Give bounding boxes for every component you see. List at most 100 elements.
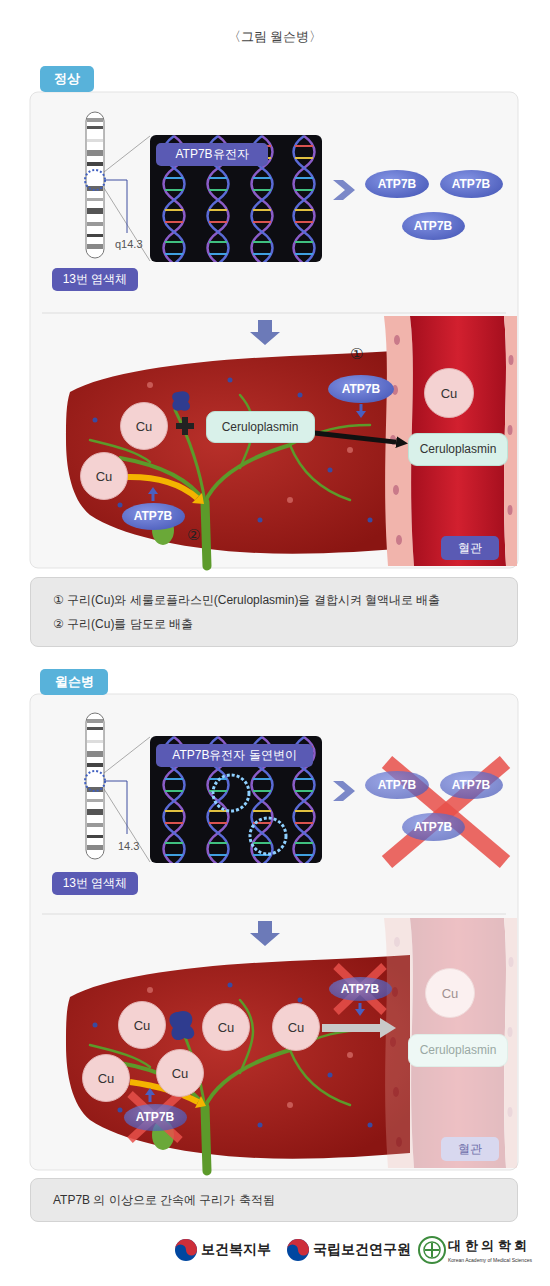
- logo-emblem: [175, 1239, 197, 1261]
- small-arrow: [149, 1094, 152, 1102]
- gene-art: [85, 713, 355, 946]
- arrow-head: [380, 1018, 396, 1038]
- bile-branch: [290, 445, 350, 500]
- wall-cell: [396, 535, 402, 545]
- divider-line: [42, 914, 506, 915]
- node-text: Cu: [136, 419, 153, 434]
- label-box: 13번 염색체: [52, 268, 138, 291]
- node-text: 윌슨병: [55, 673, 94, 691]
- wall-cell: [508, 505, 513, 515]
- node-text: 혈관: [458, 540, 482, 557]
- small-arrow: [360, 404, 363, 412]
- leader-line: [105, 180, 127, 233]
- node-text: Cu: [441, 386, 458, 401]
- chromosome-band: [87, 126, 103, 129]
- logo-emblem: [287, 1239, 309, 1256]
- locus-label: q14.3: [115, 238, 143, 250]
- note-box: ATP7B 의 이상으로 간속에 구리가 축적됨: [30, 1178, 518, 1222]
- protein-oval: ATP7B: [122, 503, 185, 530]
- bile-main-duct: [205, 502, 207, 566]
- protein-oval: ATP7B: [329, 977, 392, 1001]
- divider-line: [42, 313, 506, 314]
- section-tab: 정상: [40, 66, 94, 92]
- node-text: ATP7B유전자 돌연변이: [172, 747, 296, 764]
- dna-helix: [294, 136, 315, 262]
- node-text: ATP7B 의 이상으로 간속에 구리가 축적됨: [53, 1188, 275, 1212]
- bile-branch: [205, 445, 290, 502]
- copper-circle: Cu: [156, 1049, 204, 1097]
- protein-oval: ATP7B: [402, 813, 465, 841]
- protein-oval: ATP7B: [365, 771, 429, 799]
- label-box: 혈관: [441, 536, 499, 560]
- chromosome: [86, 112, 104, 258]
- liver: [66, 350, 410, 566]
- cross-mark: [336, 966, 384, 1012]
- mutation-circle: [213, 775, 249, 811]
- cross-mark: [130, 1094, 180, 1140]
- copper-circle: Cu: [120, 402, 168, 450]
- chromosome-band: [87, 139, 103, 142]
- node-text: Cu: [172, 1066, 189, 1081]
- node-text: Cu: [218, 1020, 235, 1035]
- node-text: 13번 염색체: [63, 271, 128, 288]
- copper-blob: [169, 1011, 194, 1040]
- excretion-arrow: [126, 477, 197, 498]
- copper-circle: Cu: [425, 968, 475, 1018]
- liver-dot: [298, 393, 303, 398]
- node-text: 13번 염색체: [63, 875, 128, 892]
- node-text: ATP7B: [134, 509, 172, 523]
- node-text: ATP7B: [378, 778, 416, 792]
- arrow-head: [355, 1009, 365, 1016]
- liver-spot: [147, 382, 153, 388]
- copper-circle: Cu: [202, 1003, 250, 1051]
- liver-spot: [347, 447, 353, 453]
- node-text: 정상: [54, 70, 80, 88]
- copper-circle: Cu: [82, 1054, 130, 1102]
- liver-dot: [328, 468, 333, 473]
- logo-emblem: [175, 1239, 197, 1256]
- bile-branch: [120, 458, 205, 502]
- locus-label: 14.3: [118, 840, 139, 852]
- wall-cell: [394, 335, 400, 345]
- label-box: 혈관: [441, 1137, 499, 1161]
- section-panel: [30, 92, 518, 568]
- protein-oval: ATP7B: [402, 212, 465, 240]
- liver-dot: [228, 378, 233, 383]
- node-text: Cu: [96, 469, 113, 484]
- blocked-arrow: [322, 1024, 380, 1032]
- copper-circle: Cu: [424, 368, 474, 418]
- logo-emblem: [287, 1239, 309, 1261]
- node-text: ATP7B: [452, 177, 490, 191]
- chromosome-band: [87, 222, 103, 226]
- ceruloplasmin-box: Ceruloplasmin: [408, 1034, 508, 1067]
- cross-mark: [130, 1094, 180, 1140]
- copper-circle: Cu: [80, 452, 128, 500]
- blood-vessel: [384, 316, 517, 566]
- chevron-arrow: [333, 180, 355, 200]
- node-text: Cu: [288, 1020, 305, 1035]
- copper-circle: Cu: [118, 1001, 166, 1049]
- diagram-title: 〈그림 월슨병〉: [0, 28, 550, 46]
- plus-symbol: [182, 417, 188, 435]
- liver: [66, 955, 410, 1171]
- small-arrow: [152, 493, 155, 501]
- small-arrow: [359, 1003, 362, 1010]
- chromosome-band: [87, 198, 103, 201]
- blood-vessel: [384, 918, 517, 1168]
- chromosome-band: [87, 162, 103, 166]
- chromosome-band: [87, 244, 103, 249]
- protein-oval: ATP7B: [440, 771, 503, 799]
- logo-emblem: [425, 1249, 439, 1251]
- node-text: 혈관: [458, 1141, 482, 1158]
- arrow-head: [192, 493, 204, 504]
- liver-shape: [66, 350, 410, 554]
- node-text: ② 구리(Cu)를 담도로 배출: [53, 612, 193, 636]
- ceruloplasmin-box: Ceruloplasmin: [206, 411, 315, 443]
- footer-logo-text: 국립보건연구원: [313, 1241, 411, 1259]
- arrow-head: [356, 411, 366, 418]
- wall-cell: [509, 355, 514, 365]
- chromosome-band: [87, 150, 103, 156]
- section-tab: 윌슨병: [40, 669, 108, 695]
- node-text: ATP7B유전자: [175, 146, 248, 163]
- arrow-head: [145, 1088, 155, 1095]
